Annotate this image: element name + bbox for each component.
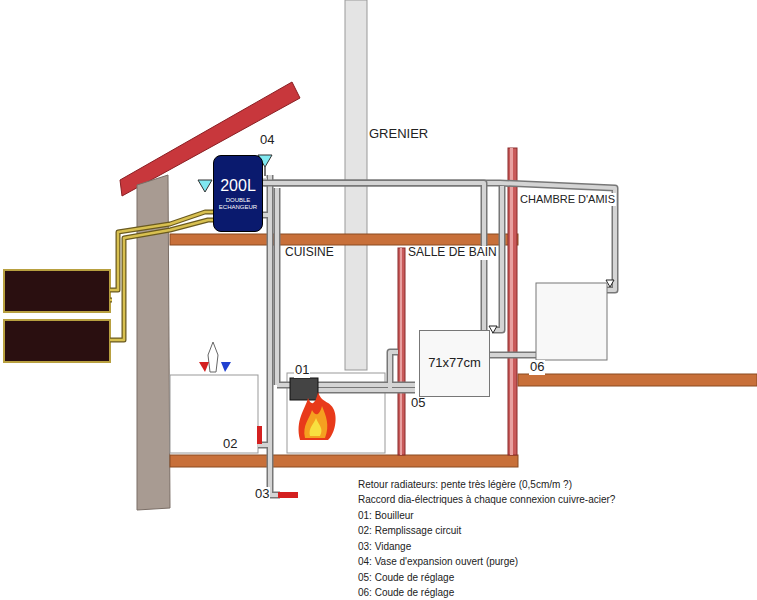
room-name: CHAMBRE D'AMIS xyxy=(519,193,616,206)
solar-pipe xyxy=(110,212,213,340)
hot-pipe xyxy=(510,148,513,455)
legend-note: 04: Vase d'expansion ouvert (purge) xyxy=(357,556,519,568)
legend-note: 03: Vidange xyxy=(357,541,412,553)
callout-number: 06 xyxy=(529,360,545,375)
callout-number: 05 xyxy=(410,396,426,411)
purge-valve xyxy=(489,326,497,333)
hot-pipe xyxy=(400,248,402,455)
fire xyxy=(310,418,322,436)
legend-note: 01: Bouilleur xyxy=(357,510,415,522)
legend-note: 06: Coude de réglage xyxy=(357,587,455,599)
room-name: GRENIER xyxy=(368,127,429,142)
fire xyxy=(299,392,336,440)
radiator xyxy=(536,283,607,360)
drain-valve xyxy=(278,492,298,498)
callout-number: 04 xyxy=(259,133,275,148)
legend-note: 05: Coude de réglage xyxy=(357,572,455,584)
node-subtitle: DOUBLE ECHANGEUR xyxy=(216,197,260,210)
ground-floor xyxy=(170,455,518,467)
callout-number: 03 xyxy=(254,487,270,502)
solar-panel xyxy=(4,270,110,312)
pipe xyxy=(258,175,615,495)
hot-pipe xyxy=(508,148,517,455)
pipe xyxy=(258,175,615,495)
hot-tap xyxy=(199,362,209,372)
legend-note: 02: Remplissage circuit xyxy=(357,525,462,537)
hot-pipe xyxy=(398,248,405,455)
storage-tank: 200L DOUBLE ECHANGEUR xyxy=(213,155,263,232)
cooker xyxy=(170,375,258,453)
fill-valve xyxy=(257,426,262,444)
tap xyxy=(208,342,218,372)
note: Raccord dia-électriques à chaque connexi… xyxy=(357,494,616,506)
fire xyxy=(304,406,327,438)
purge-funnel xyxy=(198,180,212,192)
solar-pipe xyxy=(110,212,213,340)
node-title: 71x77cm xyxy=(428,356,481,370)
solar-panel xyxy=(4,320,110,362)
cold-tap xyxy=(221,362,231,372)
callout-number: 02 xyxy=(222,437,238,452)
room-name: SALLE DE BAIN xyxy=(407,246,498,260)
callout-number: 01 xyxy=(294,363,310,378)
room-name: CUISINE xyxy=(284,246,335,260)
node-title: 200L xyxy=(220,177,256,195)
note: Retour radiateurs: pente très légère (0,… xyxy=(357,479,573,491)
room-floor xyxy=(518,374,757,386)
boiler xyxy=(290,378,318,400)
attic-floor xyxy=(170,234,518,245)
radiator: 71x77cm xyxy=(419,330,490,397)
